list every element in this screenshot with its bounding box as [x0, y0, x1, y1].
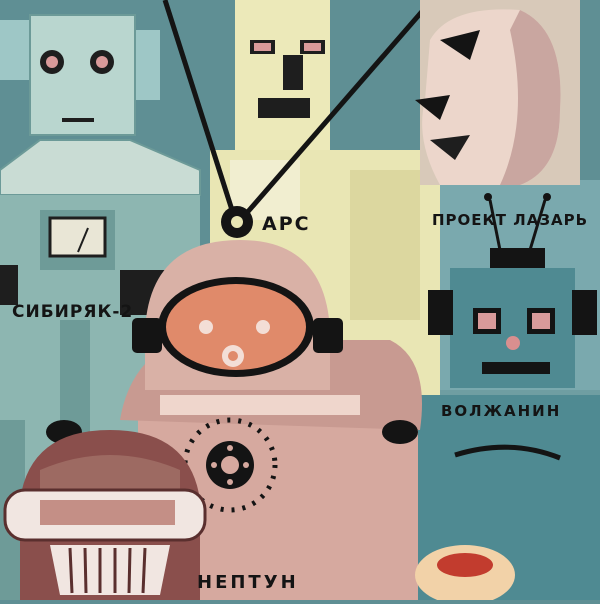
robot-dome-head	[3, 430, 207, 600]
antenna-wire-left	[162, 0, 235, 211]
antenna-wire-right	[243, 0, 434, 217]
robot-lazar-bust	[415, 0, 580, 185]
label-sibiryak-2: СИБИРЯК-2	[12, 302, 134, 322]
orb-stripe	[437, 553, 493, 577]
robot-neptun	[46, 240, 422, 600]
label-volzhanin: ВОЛЖАНИН	[441, 402, 562, 420]
label-ars: АРС	[262, 213, 311, 235]
label-proekt-lazar: ПРОЕКТ ЛАЗАРЬ	[432, 211, 589, 229]
antenna-hub-center	[231, 216, 243, 228]
label-neptun: НЕПТУН	[197, 572, 299, 593]
